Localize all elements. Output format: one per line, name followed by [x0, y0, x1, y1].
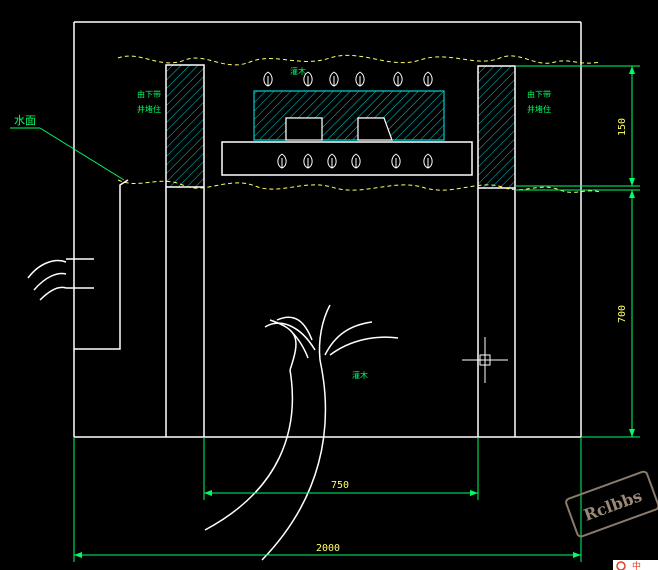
leaf-bottom-5 [423, 153, 433, 169]
leaf-top-1 [303, 71, 313, 87]
water-surface-lines [117, 54, 601, 193]
corner-badge: 中 [613, 560, 658, 570]
tree [204, 304, 399, 561]
leaf-bottom-0 [277, 153, 287, 169]
label-water-surface: 水面 [14, 114, 36, 127]
leaf-bottom-4 [391, 153, 401, 169]
label-column-left-1: 由下带 [137, 89, 161, 99]
watermark-logo: Rclbbs [565, 470, 658, 538]
dim-2000: 2000 [316, 543, 340, 554]
leaf-top-2 [329, 71, 339, 87]
water-leader [10, 127, 125, 181]
label-plant-bottom: 灌木 [352, 370, 368, 380]
leaf-top-5 [423, 71, 433, 87]
watermark-text: Rclbbs [581, 486, 644, 525]
planter [221, 90, 473, 176]
label-column-left-2: 井堵住 [137, 104, 161, 114]
outer-frame [73, 21, 582, 438]
label-column-right-2: 井堵住 [527, 104, 551, 114]
inlet-pipe [27, 179, 129, 350]
corner-badge-text: 中 [632, 560, 641, 570]
leaf-top-3 [355, 71, 365, 87]
dim-150: 150 [617, 118, 628, 136]
shrub-leaves [263, 71, 433, 169]
leaf-top-0 [263, 71, 273, 87]
dim-750: 750 [331, 480, 349, 491]
dimension-arrows [74, 66, 635, 558]
dimension-lines [73, 65, 640, 562]
leaf-bottom-3 [351, 153, 361, 169]
label-column-right-1: 由下带 [527, 89, 551, 99]
leaf-bottom-2 [327, 153, 337, 169]
leaf-top-4 [393, 71, 403, 87]
dim-700: 700 [617, 305, 628, 323]
right-column [477, 65, 516, 437]
left-column [165, 64, 205, 437]
crosshair-icon [462, 337, 508, 383]
label-plant-top: 灌木 [290, 66, 306, 76]
leaf-bottom-1 [303, 153, 313, 169]
